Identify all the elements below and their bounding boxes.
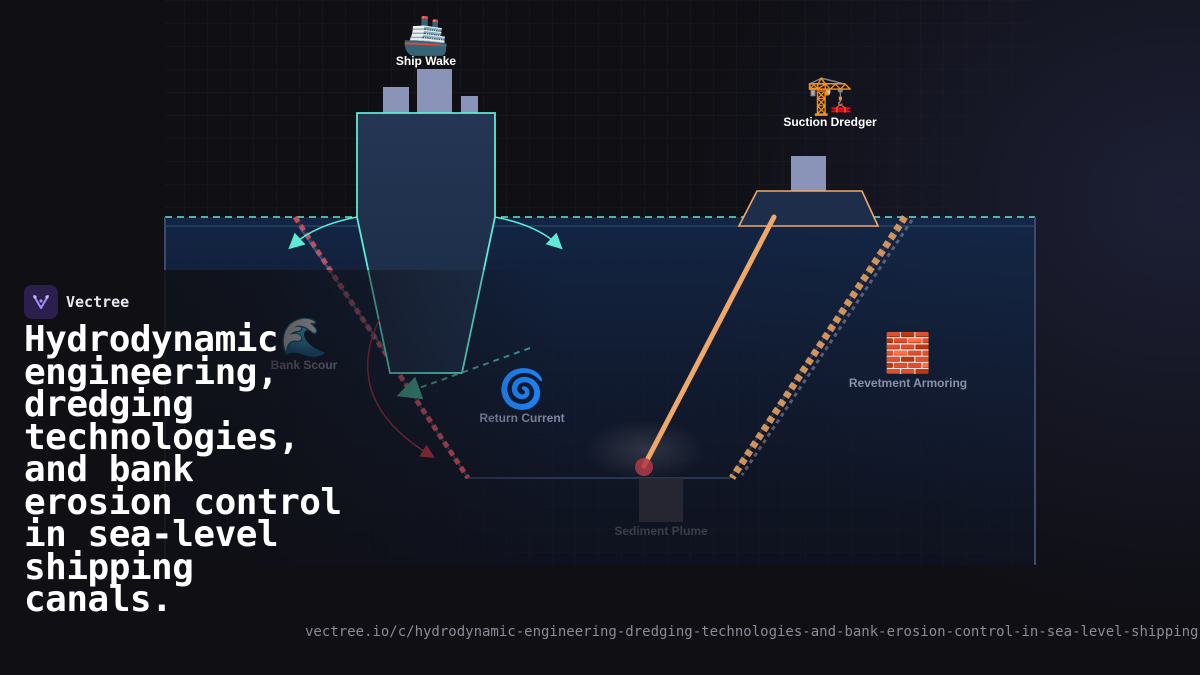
- dredge-cutter-head: [635, 458, 653, 476]
- label-return-current: Return Current: [479, 411, 564, 425]
- sediment-plume-cloud: [585, 420, 705, 480]
- ship-superstructure-right: [461, 96, 478, 113]
- brand-name: Vectree: [66, 293, 130, 311]
- sediment-plume-block: [639, 478, 683, 522]
- ship-superstructure-center: [417, 69, 452, 113]
- page-title: Hydrodynamic engineering, dredging techn…: [24, 319, 342, 620]
- brand[interactable]: Vectree: [24, 285, 129, 319]
- wake-arrow-right: [494, 216, 563, 250]
- label-ship-wake: Ship Wake: [396, 54, 457, 68]
- vectree-logo-icon: [24, 285, 58, 319]
- cyclone-icon: 🌀: [498, 366, 545, 411]
- ship-superstructure-left: [383, 87, 409, 113]
- revetment-armoring-slope: [729, 215, 908, 480]
- revetment-armoring-underlayer: [740, 219, 914, 476]
- dredger-cabin: [791, 156, 826, 191]
- bricks-icon: 🧱: [884, 331, 931, 375]
- page-url[interactable]: vectree.io/c/hydrodynamic-engineering-dr…: [305, 624, 1200, 640]
- wake-arrow-left: [288, 216, 358, 250]
- dredge-suction-pipe: [641, 214, 777, 469]
- label-revetment-armoring: Revetment Armoring: [849, 376, 967, 390]
- label-suction-dredger: Suction Dredger: [783, 115, 877, 129]
- dredger-barge: [737, 190, 880, 227]
- crane-icon: 🏗️: [806, 73, 853, 117]
- label-sediment-plume: Sediment Plume: [614, 524, 708, 538]
- ship-icon: 🚢: [402, 13, 449, 57]
